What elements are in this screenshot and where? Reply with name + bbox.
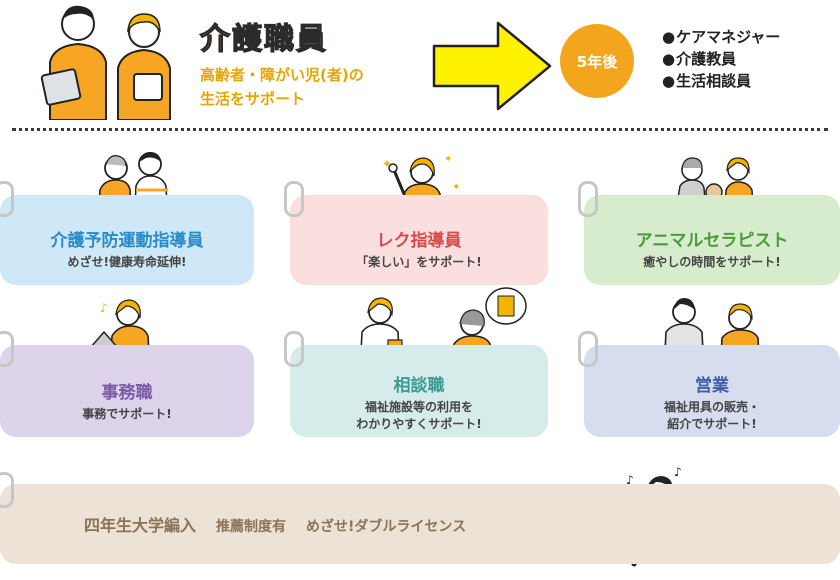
svg-text:♪: ♪ bbox=[626, 473, 634, 487]
card-subtitle-line-2: 紹介でサポート! bbox=[667, 417, 757, 431]
card-subtitle: 癒やしの時間をサポート! bbox=[643, 254, 781, 269]
dotted-divider bbox=[12, 128, 828, 131]
card-subtitle: 「楽しい」をサポート! bbox=[356, 254, 482, 269]
card-title: 事務職 bbox=[101, 382, 153, 403]
subtitle-line-1: 高齢者・障がい児(者)の bbox=[200, 66, 364, 84]
career-item: ケアマネジャー bbox=[662, 26, 780, 48]
card-office-work: 事務職 事務でサポート! bbox=[0, 331, 254, 437]
card-sales: 営業 福祉用具の販売・ 紹介でサポート! bbox=[578, 331, 840, 437]
svg-text:✦: ✦ bbox=[452, 182, 460, 193]
card-title: アニマルセラピスト bbox=[635, 230, 789, 251]
card-title: 介護予防運動指導員 bbox=[50, 230, 204, 251]
svg-text:✦: ✦ bbox=[444, 154, 452, 165]
recommendation-item: 推薦制度有 bbox=[216, 519, 287, 535]
caregivers-illustration bbox=[40, 5, 171, 120]
page-title: 介護職員 bbox=[199, 21, 328, 57]
five-years-badge: 5年後 bbox=[560, 24, 634, 98]
svg-text:♪: ♪ bbox=[100, 301, 108, 315]
ring-icon bbox=[0, 181, 14, 217]
card-subtitle-line-1: 福祉用具の販売・ bbox=[663, 400, 760, 414]
ring-icon bbox=[0, 331, 14, 367]
card-recreation-leader: レク指導員 「楽しい」をサポート! bbox=[284, 181, 548, 285]
svg-text:✦: ✦ bbox=[382, 157, 392, 171]
card-consultation: 相談職 福祉施設等の利用を わかりやすくサポート! bbox=[284, 331, 548, 437]
subtitle-line-2: 生活をサポート bbox=[200, 90, 306, 108]
card-subtitle: めざせ!健康寿命延伸! bbox=[67, 254, 187, 269]
card-subtitle-line-1: 福祉施設等の利用を bbox=[364, 400, 473, 414]
double-license-item: めざせ!ダブルライセンス bbox=[306, 519, 467, 535]
transfer-line: 四年生大学編入 推薦制度有 めざせ!ダブルライセンス bbox=[0, 512, 840, 536]
card-subtitle-line-2: わかりやすくサポート! bbox=[356, 417, 482, 431]
ring-icon bbox=[284, 331, 304, 367]
transfer-item: 四年生大学編入 bbox=[84, 516, 197, 535]
card-title: 相談職 bbox=[393, 376, 445, 396]
card-care-prevention-exercise: 介護予防運動指導員 めざせ!健康寿命延伸! bbox=[0, 181, 254, 285]
card-animal-therapist: アニマルセラピスト 癒やしの時間をサポート! bbox=[578, 181, 840, 285]
card-subtitle: 事務でサポート! bbox=[82, 406, 172, 421]
arrow-right-icon bbox=[432, 21, 552, 111]
card-title: レク指導員 bbox=[376, 230, 462, 251]
career-item: 介護教員 bbox=[662, 48, 780, 70]
ring-icon bbox=[578, 181, 598, 217]
ring-icon bbox=[284, 181, 304, 217]
future-careers-list: ケアマネジャー 介護教員 生活相談員 bbox=[662, 26, 780, 92]
card-title: 営業 bbox=[695, 376, 729, 396]
career-item: 生活相談員 bbox=[662, 70, 780, 92]
svg-text:♪: ♪ bbox=[674, 465, 682, 479]
ring-icon bbox=[0, 472, 14, 508]
card-university-transfer: 四年生大学編入 推薦制度有 めざせ!ダブルライセンス bbox=[0, 472, 840, 564]
ring-icon bbox=[578, 331, 598, 367]
